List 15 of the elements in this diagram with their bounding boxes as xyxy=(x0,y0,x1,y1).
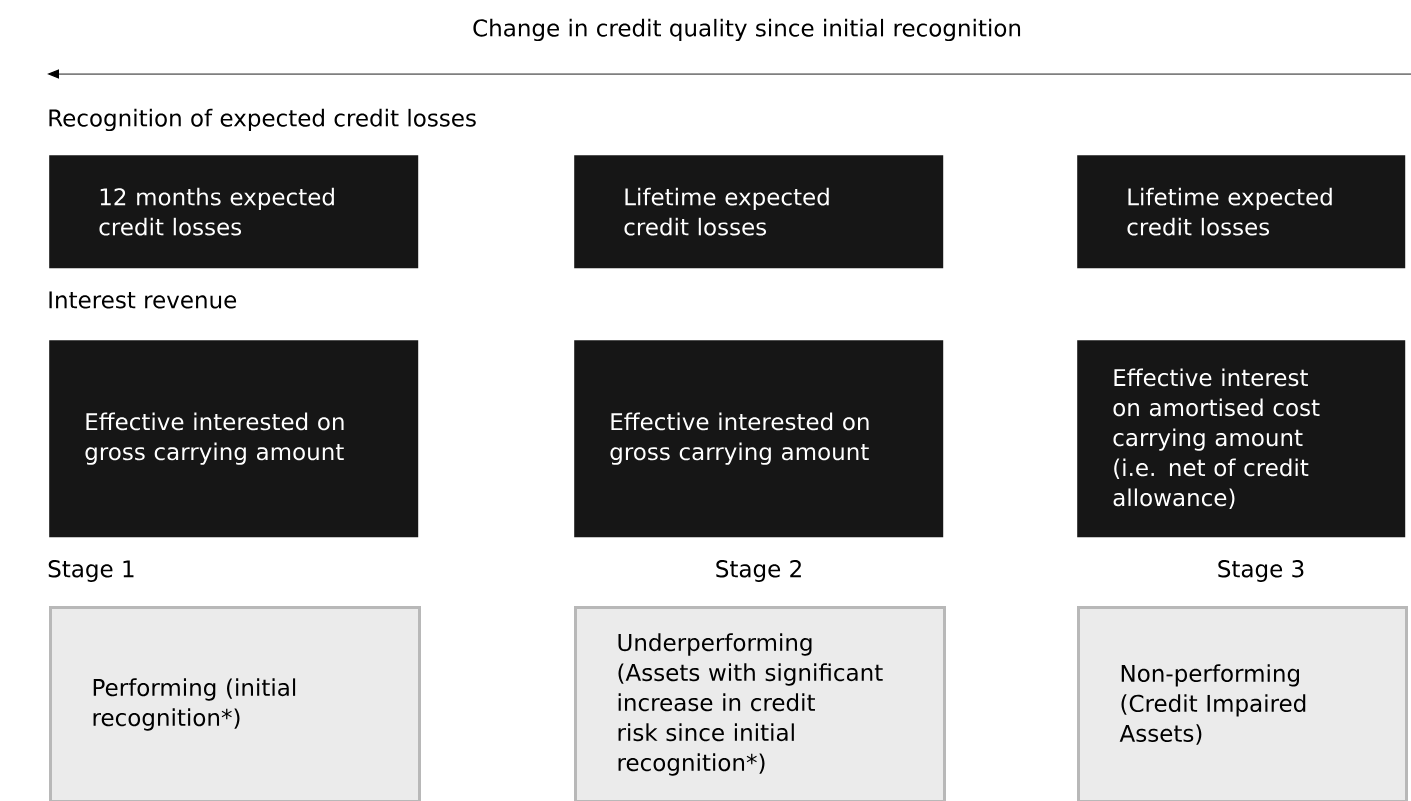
section-heading: Recognition of expected credit losses xyxy=(49,108,476,132)
heading: Change in credit quality since initial recognition xyxy=(473,18,1021,42)
stage-box: Performing (initial recognition*) xyxy=(49,606,421,801)
text-box: Lifetime expected credit losses xyxy=(574,155,944,269)
text-box: Effective interested on gross carrying amount xyxy=(574,340,944,538)
stage-label: Stage 1 xyxy=(48,560,134,582)
stage-box: Underperforming (Assets with significant increase in credit risk since initial recognition*) xyxy=(574,606,946,801)
text-box: Effective interest on amortised cost carrying amount (i.e. net of credit allowance) xyxy=(1077,340,1406,538)
text-box: Lifetime expected credit losses xyxy=(1077,155,1406,269)
stage-label: Stage 2 xyxy=(716,560,801,582)
stage-label: Stage 3 xyxy=(1218,560,1304,582)
text-box: Effective interested on gross carrying amount xyxy=(49,340,419,538)
stage-box: Non-performing (Credit Impaired Assets) xyxy=(1077,606,1408,801)
text-box: 12 months expected credit losses xyxy=(49,155,419,269)
section-heading: Interest revenue xyxy=(49,291,237,309)
